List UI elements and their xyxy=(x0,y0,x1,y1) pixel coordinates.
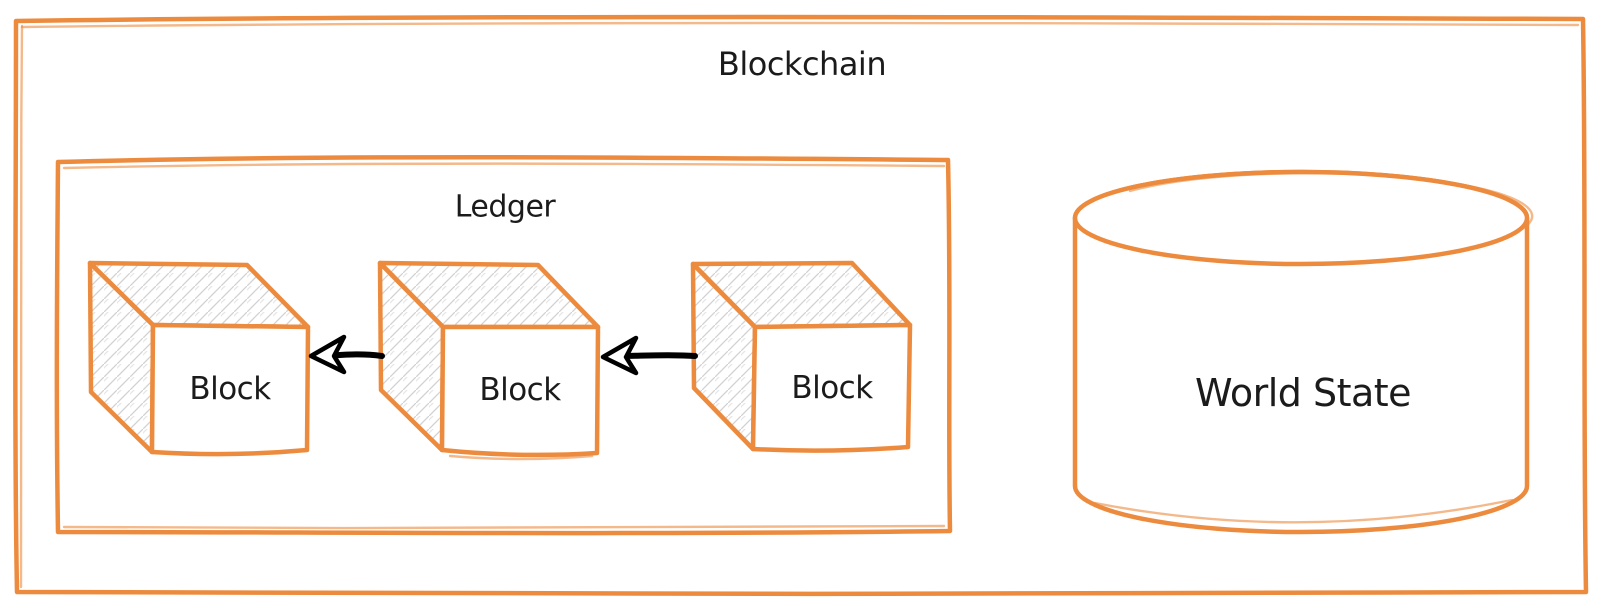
block-cube-2 xyxy=(377,260,601,461)
block-label-3: Block xyxy=(791,370,873,406)
arrow-left-icon xyxy=(308,334,385,375)
ledger-label: Ledger xyxy=(454,189,556,225)
blockchain-title: Blockchain xyxy=(717,45,887,83)
world-state-label: World State xyxy=(1194,371,1412,415)
block-cube-3 xyxy=(690,260,913,453)
blockchain-frame xyxy=(13,14,1589,597)
ledger-frame xyxy=(54,154,953,536)
block-label-1: Block xyxy=(189,371,271,407)
block-label-2: Block xyxy=(479,372,561,408)
database-cylinder-icon xyxy=(1072,169,1534,535)
block-cube-1 xyxy=(87,260,311,457)
arrow-left-icon xyxy=(600,335,698,376)
